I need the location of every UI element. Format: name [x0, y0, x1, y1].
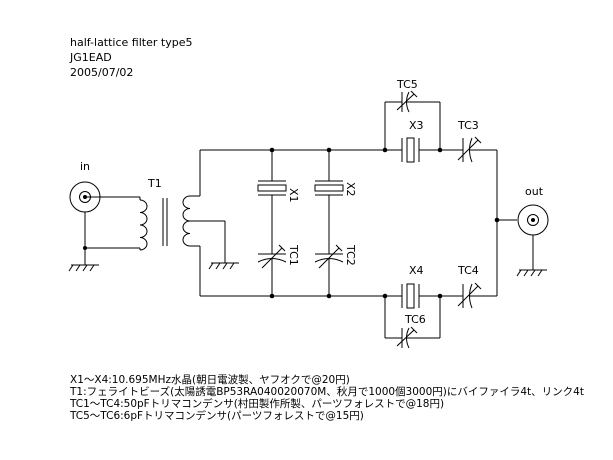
tc3-label: TC3 [457, 119, 479, 132]
author-callsign: JG1EAD [70, 51, 112, 64]
input-connector [68, 181, 140, 272]
note-crystals: X1～X4:10.695MHz水晶(朝日電波製、ヤフオクで@20円) [70, 374, 350, 386]
x3-label: X3 [409, 119, 424, 132]
trimmer-tc4 [457, 282, 497, 309]
transformer-label: T1 [147, 177, 162, 190]
x2-label: X2 [344, 182, 357, 197]
crystal-x2 [314, 150, 344, 254]
output-connector [516, 204, 549, 277]
tc2-label: TC2 [344, 244, 357, 266]
output-label: out [525, 185, 544, 198]
trimmer-tc1 [257, 244, 287, 296]
crystal-x1 [257, 150, 287, 254]
note-trimmers-50pf: TC1～TC4:50pFトリマコンデンサ(村田製作所製、パーツフォレストで@18… [70, 398, 445, 410]
tc4-label: TC4 [457, 264, 479, 277]
trimmer-tc3 [457, 136, 497, 163]
tc5-label: TC5 [396, 78, 418, 91]
diagram-date: 2005/07/02 [70, 66, 134, 79]
crystal-x3 [385, 137, 463, 163]
diagram-title: half-lattice filter type5 [70, 36, 193, 49]
parts-notes: X1～X4:10.695MHz水晶(朝日電波製、ヤフオクで@20円) T1:フェ… [70, 374, 584, 422]
note-transformer: T1:フェライトビーズ(太陽誘電BP53RA040020070M、秋月で1000… [70, 386, 584, 398]
x4-label: X4 [409, 264, 424, 277]
input-label: in [80, 160, 90, 173]
tc1-label: TC1 [287, 244, 300, 266]
x1-label: X1 [287, 188, 300, 203]
crystal-x4 [385, 283, 463, 309]
tc6-label: TC6 [404, 313, 426, 326]
trimmer-tc2 [314, 244, 344, 296]
trimmer-tc6 [384, 293, 443, 349]
trimmer-tc5 [384, 90, 443, 153]
transformer-t1 [85, 195, 239, 270]
note-trimmers-6pf: TC5～TC6:6pFトリマコンデンサ(パーツフォレストで@15円) [70, 410, 364, 422]
